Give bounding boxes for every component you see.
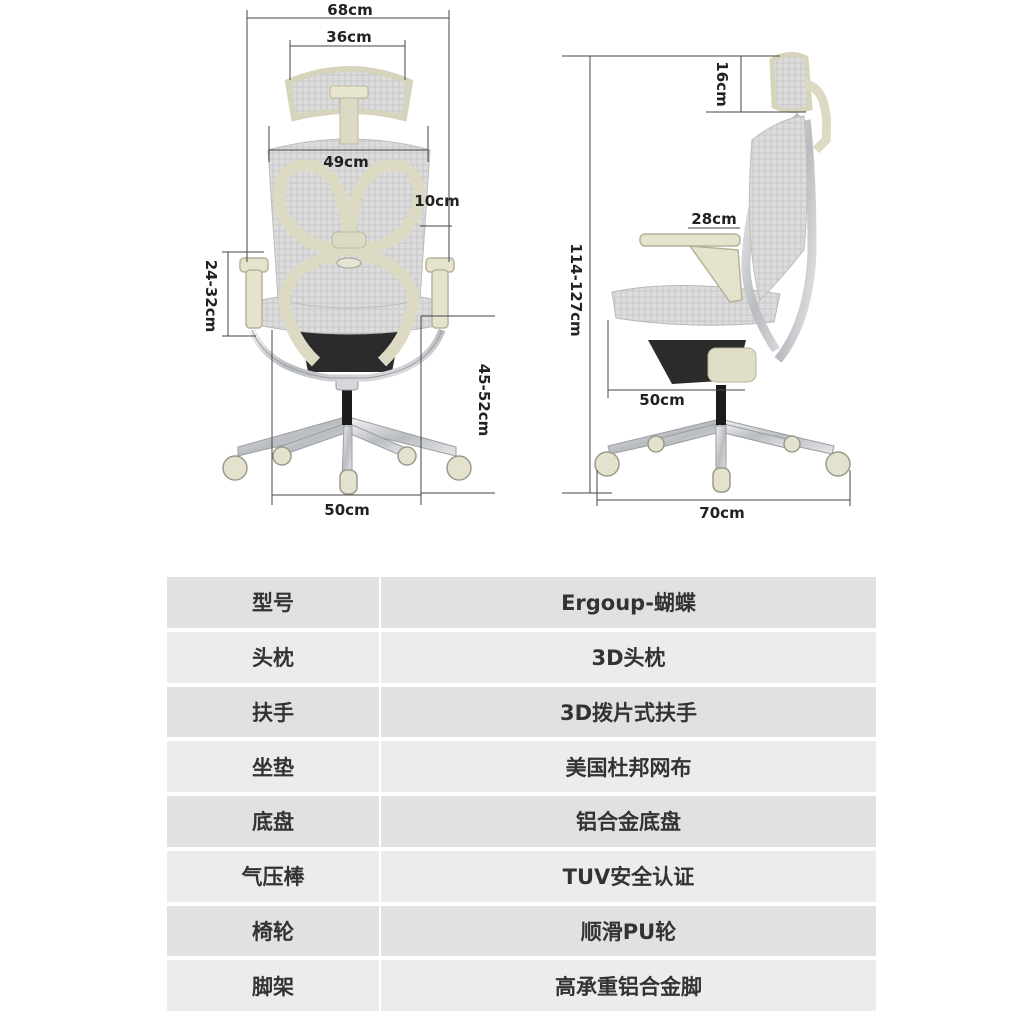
- table-row: 脚架 高承重铝合金脚: [167, 960, 876, 1011]
- table-row: 坐垫 美国杜邦网布: [167, 741, 876, 796]
- side-armrest: [639, 233, 743, 303]
- spec-label: 椅轮: [167, 905, 381, 961]
- side-view-chair: [594, 52, 851, 493]
- dim-armrest-height: 24-32cm: [202, 260, 220, 333]
- spec-label: 底盘: [167, 796, 381, 851]
- spec-label: 气压棒: [167, 850, 381, 906]
- table-row: 气压棒 TUV安全认证: [167, 850, 876, 906]
- side-backrest: [748, 115, 808, 301]
- dim-base-depth: 70cm: [699, 504, 744, 522]
- spec-table: 型号 Ergoup-蝴蝶 头枕 3D头枕 扶手 3D拨片式扶手 坐垫 美国杜邦网…: [167, 577, 876, 1011]
- chair-dimension-diagram: 68cm 36cm 49cm 10cm 24-32cm 45-52cm 50cm…: [202, 1, 851, 522]
- dim-seat-height: 45-52cm: [475, 364, 493, 437]
- spec-value: 美国杜邦网布: [381, 741, 876, 796]
- table-row: 扶手 3D拨片式扶手: [167, 686, 876, 742]
- side-casters: [594, 435, 851, 493]
- spec-value: Ergoup-蝴蝶: [381, 577, 876, 632]
- dim-armrest-length: 28cm: [691, 210, 736, 228]
- dim-total-height: 114-127cm: [567, 243, 585, 336]
- dim-overall-width: 68cm: [327, 1, 372, 19]
- casters: [222, 446, 472, 495]
- seat-mechanism: [300, 330, 400, 372]
- dim-base-width: 50cm: [324, 501, 369, 519]
- spec-value: 顺滑PU轮: [381, 905, 876, 961]
- butterfly-frame: [273, 159, 425, 367]
- dim-armrest-gap: 10cm: [414, 192, 459, 210]
- table-row: 底盘 铝合金底盘: [167, 796, 876, 851]
- spec-value: 3D拨片式扶手: [381, 686, 876, 742]
- gas-lift: [342, 385, 352, 425]
- spec-value: 高承重铝合金脚: [381, 960, 876, 1011]
- spec-label: 扶手: [167, 686, 381, 742]
- side-headrest: [769, 52, 813, 114]
- table-row: 头枕 3D头枕: [167, 631, 876, 687]
- spec-value: TUV安全认证: [381, 850, 876, 906]
- spec-value: 3D头枕: [381, 631, 876, 687]
- dim-seat-depth: 50cm: [639, 391, 684, 409]
- spec-label: 坐垫: [167, 741, 381, 796]
- dim-back-width: 49cm: [323, 153, 368, 171]
- spec-value: 铝合金底盘: [381, 796, 876, 851]
- table-row: 椅轮 顺滑PU轮: [167, 905, 876, 961]
- spec-label: 型号: [167, 577, 381, 632]
- spec-label: 脚架: [167, 960, 381, 1011]
- front-view-chair: [222, 66, 472, 495]
- dim-headrest-height: 16cm: [713, 61, 731, 106]
- dim-headrest-width: 36cm: [326, 28, 371, 46]
- spec-label: 头枕: [167, 631, 381, 687]
- table-row: 型号 Ergoup-蝴蝶: [167, 577, 876, 632]
- base-star: [237, 417, 457, 479]
